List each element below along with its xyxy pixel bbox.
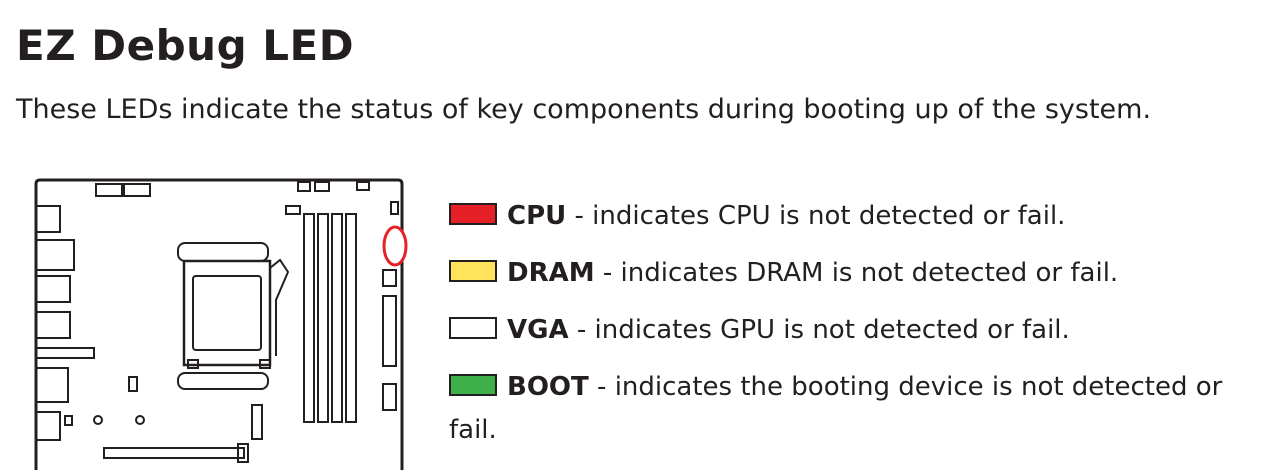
- dimm-slot: [317, 213, 329, 423]
- dimm-slot: [331, 213, 343, 423]
- pcie-latch: [237, 443, 249, 463]
- rear-io-port: [35, 239, 75, 271]
- pcie-slot: [103, 447, 245, 459]
- small-chip: [64, 415, 73, 426]
- dram-led-swatch: [449, 260, 497, 282]
- legend-item-dram: DRAM - indicates DRAM is not detected or…: [449, 252, 1269, 295]
- board-outline: [34, 178, 404, 470]
- dimm-slot: [303, 213, 315, 423]
- legend-item-boot: BOOT - indicates the booting device is n…: [449, 366, 1269, 452]
- led-description: indicates CPU is not detected or fail.: [592, 201, 1066, 231]
- ez-debug-led-highlight: [382, 225, 408, 267]
- separator: -: [594, 258, 621, 288]
- top-connector: [297, 181, 311, 192]
- dimm-slot: [345, 213, 357, 423]
- led-name: BOOT: [507, 372, 589, 402]
- motherboard-diagram: [34, 178, 408, 470]
- legend-item-cpu: CPU - indicates CPU is not detected or f…: [449, 195, 1269, 238]
- legend-item-vga: VGA - indicates GPU is not detected or f…: [449, 309, 1269, 352]
- cpu-socket-lever: [269, 258, 290, 356]
- boot-led-swatch: [449, 374, 497, 396]
- rear-io-port: [35, 205, 61, 233]
- side-connector: [382, 383, 397, 411]
- small-connector: [390, 201, 399, 215]
- cpu-socket-inner: [192, 275, 262, 351]
- led-name: VGA: [507, 315, 569, 345]
- screw-hole: [93, 415, 103, 425]
- rear-io-port: [35, 311, 71, 339]
- separator: -: [566, 201, 593, 231]
- top-connector: [95, 183, 123, 197]
- atx-power-connector: [382, 295, 397, 367]
- vga-led-swatch: [449, 317, 497, 339]
- cpu-socket-tab: [259, 359, 271, 369]
- page-subtitle: These LEDs indicate the status of key co…: [16, 94, 1152, 125]
- m2-connector: [251, 404, 263, 440]
- separator: -: [588, 372, 615, 402]
- cpu-retention-bracket: [177, 242, 269, 262]
- led-name: DRAM: [507, 258, 595, 288]
- led-description: indicates DRAM is not detected or fail.: [620, 258, 1119, 288]
- page-title: EZ Debug LED: [16, 21, 355, 70]
- cpu-retention-bracket: [177, 372, 269, 390]
- side-connector: [382, 269, 397, 287]
- led-description: indicates GPU is not detected or fail.: [594, 315, 1070, 345]
- small-connector: [285, 205, 301, 215]
- screw-hole: [135, 415, 145, 425]
- rear-io-port: [35, 411, 61, 441]
- cpu-led-swatch: [449, 203, 497, 225]
- top-connector: [123, 183, 151, 197]
- top-connector: [356, 181, 370, 191]
- led-description: indicates the booting device is not dete…: [449, 372, 1223, 445]
- rear-io-port: [35, 275, 71, 303]
- small-chip: [128, 376, 138, 392]
- led-legend: CPU - indicates CPU is not detected or f…: [449, 195, 1269, 466]
- led-name: CPU: [507, 201, 567, 231]
- separator: -: [568, 315, 595, 345]
- cpu-socket-tab: [187, 359, 199, 369]
- cpu-socket-frame: [182, 259, 272, 367]
- rear-io-port: [35, 347, 95, 359]
- top-connector: [314, 181, 330, 192]
- rear-io-port: [35, 367, 69, 403]
